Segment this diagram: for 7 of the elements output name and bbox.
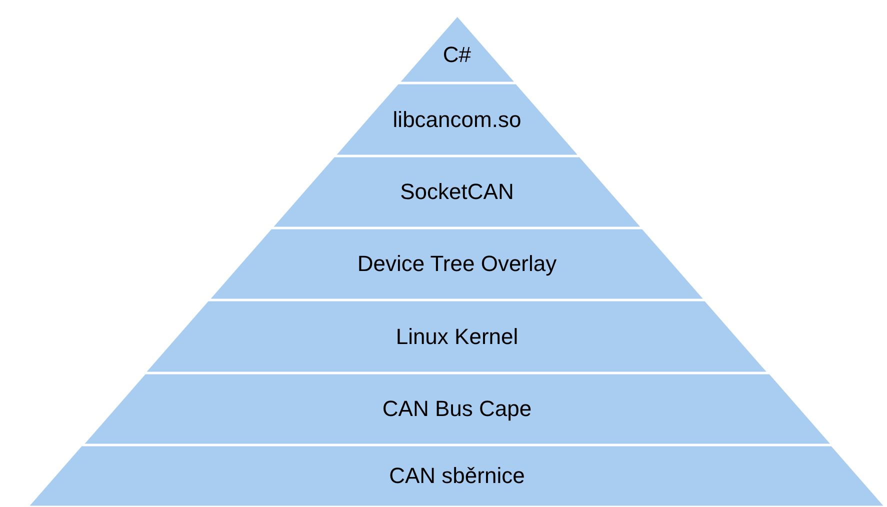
layer-label: CAN sběrnice	[389, 463, 525, 489]
layer-label: C#	[442, 42, 472, 68]
layer-label: Device Tree Overlay	[357, 251, 557, 277]
layer-label: CAN Bus Cape	[382, 396, 532, 422]
layer-label: SocketCAN	[400, 179, 514, 205]
layer-label: Linux Kernel	[396, 324, 518, 350]
layer-label: libcancom.so	[392, 106, 522, 132]
